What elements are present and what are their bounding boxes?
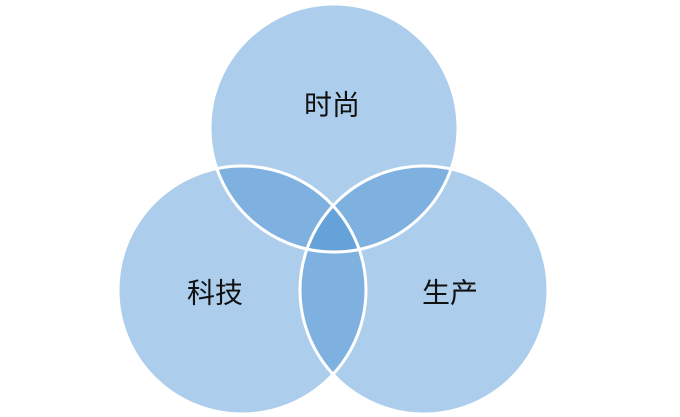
label-fashion: 时尚 (304, 89, 360, 122)
circle-production-outline (298, 164, 550, 416)
circle-technology-outline (116, 164, 368, 416)
circle-fashion-outline (208, 2, 460, 254)
circle-production (300, 166, 548, 414)
circle-technology (118, 166, 366, 414)
circle-fashion (210, 4, 458, 252)
label-production: 生产 (422, 277, 478, 310)
label-technology: 科技 (187, 277, 243, 310)
